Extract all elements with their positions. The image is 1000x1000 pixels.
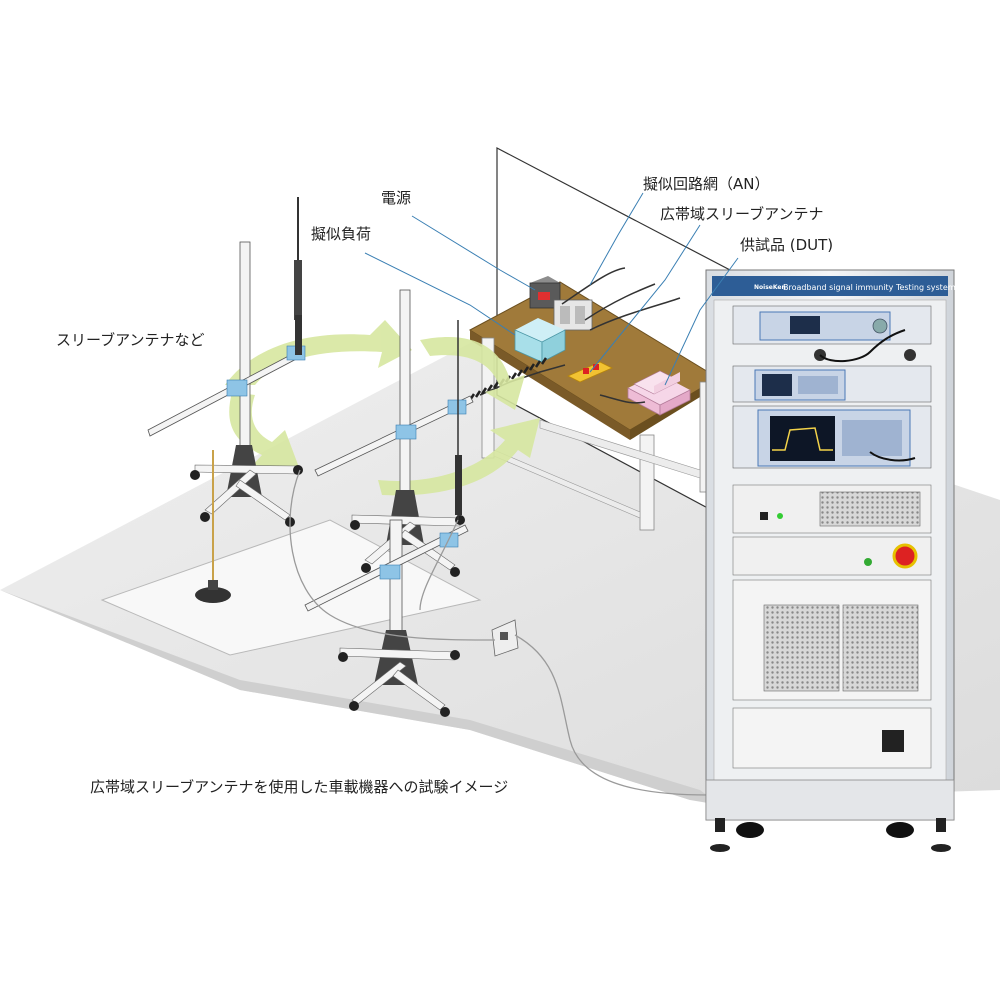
floor-connector	[491, 619, 519, 657]
dummy-load-box	[514, 318, 566, 363]
label-antennas-etc: スリーブアンテナなど	[56, 331, 205, 349]
label-dut: 供試品 (DUT)	[740, 236, 834, 254]
left-antenna-stand	[147, 197, 306, 527]
artificial-network	[553, 299, 593, 331]
coax-cables	[289, 469, 709, 796]
monopole-antenna	[195, 450, 231, 603]
label-power: 電源	[381, 189, 412, 207]
middle-antenna-stand	[314, 289, 474, 577]
rack-title: Broadband signal immunity Testing system	[783, 283, 956, 292]
label-sleeve-antenna: 広帯域スリーブアンテナ	[660, 205, 824, 223]
leader-lines	[364, 192, 739, 386]
label-artificial-network: 擬似回路網（AN）	[643, 175, 770, 193]
test-system-rack	[705, 269, 955, 852]
label-dummy-load: 擬似負荷	[311, 225, 372, 243]
figure-caption: 広帯域スリーブアンテナを使用した車載機器への試験イメージ	[90, 778, 509, 796]
rack-logo: NoiseKen	[754, 284, 786, 291]
